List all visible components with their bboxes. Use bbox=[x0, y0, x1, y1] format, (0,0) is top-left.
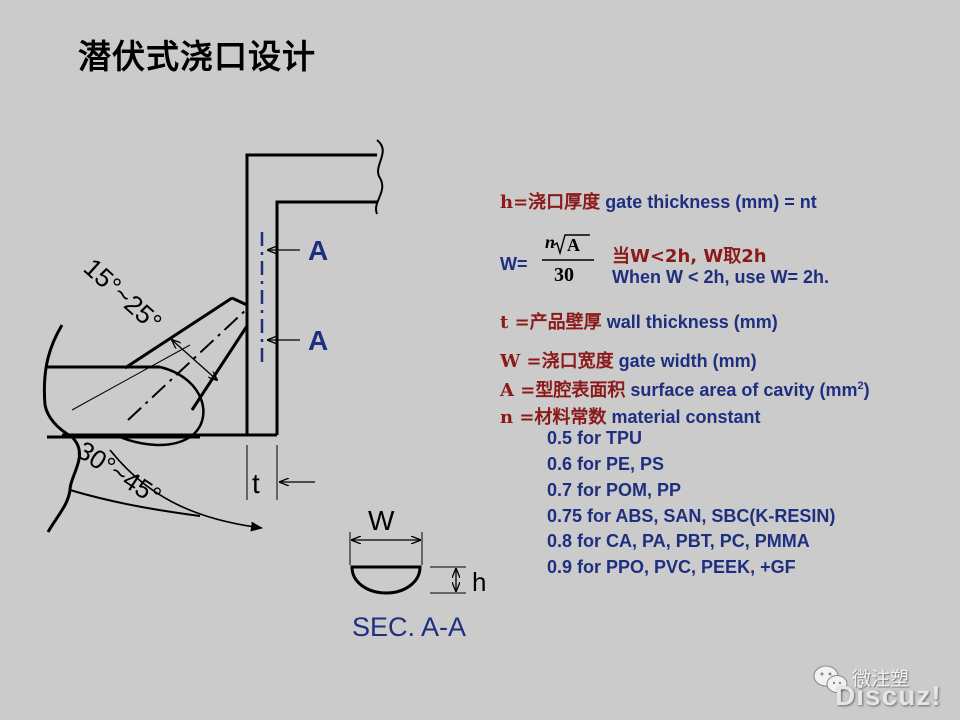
height-label: h bbox=[472, 567, 486, 597]
watermark-chinese: 微注塑 bbox=[852, 669, 910, 690]
runner-outline bbox=[62, 139, 384, 437]
constant-row: 0.8 for CA, PA, PBT, PC, PMMA bbox=[547, 531, 810, 551]
constant-row: 0.5 for TPU bbox=[547, 428, 643, 448]
section-caption: SEC. A-A bbox=[352, 612, 466, 642]
formula-fraction: n A 30 bbox=[540, 232, 600, 290]
constant-row: 0.6 for PE, PS bbox=[547, 454, 665, 474]
semicircle-section bbox=[350, 565, 422, 595]
width-label: W bbox=[368, 505, 395, 536]
legend-surface-area: A =型腔表面积 surface area of cavity (mm2) bbox=[500, 380, 870, 401]
angle-upper-label: 15°~25° bbox=[78, 252, 168, 337]
thickness-label: t bbox=[252, 468, 260, 499]
angle-arc-lower bbox=[109, 449, 263, 532]
formula-a: A bbox=[567, 235, 580, 255]
angle-leader-lower bbox=[71, 344, 191, 411]
cavity-outline bbox=[42, 324, 201, 533]
formula-denominator: 30 bbox=[554, 264, 574, 286]
formula-condition-en: When W < 2h, use W= 2h. bbox=[612, 267, 830, 287]
page-title: 潜伏式浇口设计 bbox=[78, 37, 316, 76]
constant-row: 0.7 for POM, PP bbox=[547, 480, 682, 500]
legend-wall-thickness: t =产品壁厚 wall thickness (mm) bbox=[500, 312, 778, 333]
section-label-top: A bbox=[308, 235, 328, 266]
constant-row: 0.75 for ABS, SAN, SBC(K-RESIN) bbox=[547, 506, 836, 526]
legend-material-constant: n =材料常数 material constant bbox=[500, 407, 761, 428]
sqrt-sign bbox=[542, 234, 594, 261]
section-aa: W h SEC. A-A bbox=[349, 505, 486, 642]
formula-lhs: W= bbox=[500, 254, 528, 274]
wechat-icon bbox=[813, 665, 848, 693]
constant-row: 0.9 for PPO, PVC, PEEK, +GF bbox=[547, 557, 796, 577]
watermark-discuz: Discuz! bbox=[835, 680, 942, 711]
gate-width-dim bbox=[172, 340, 217, 380]
formula-condition-zh: 当W<2h, W取2h bbox=[612, 246, 767, 267]
angle-lower-label: 30°~45° bbox=[72, 435, 167, 511]
section-label-bottom: A bbox=[308, 325, 328, 356]
formula-n: n bbox=[545, 232, 556, 252]
legend-gate-width: W =浇口宽度 gate width (mm) bbox=[500, 351, 757, 372]
legend-gate-thickness: h=浇口厚度 gate thickness (mm) = nt bbox=[500, 192, 817, 213]
